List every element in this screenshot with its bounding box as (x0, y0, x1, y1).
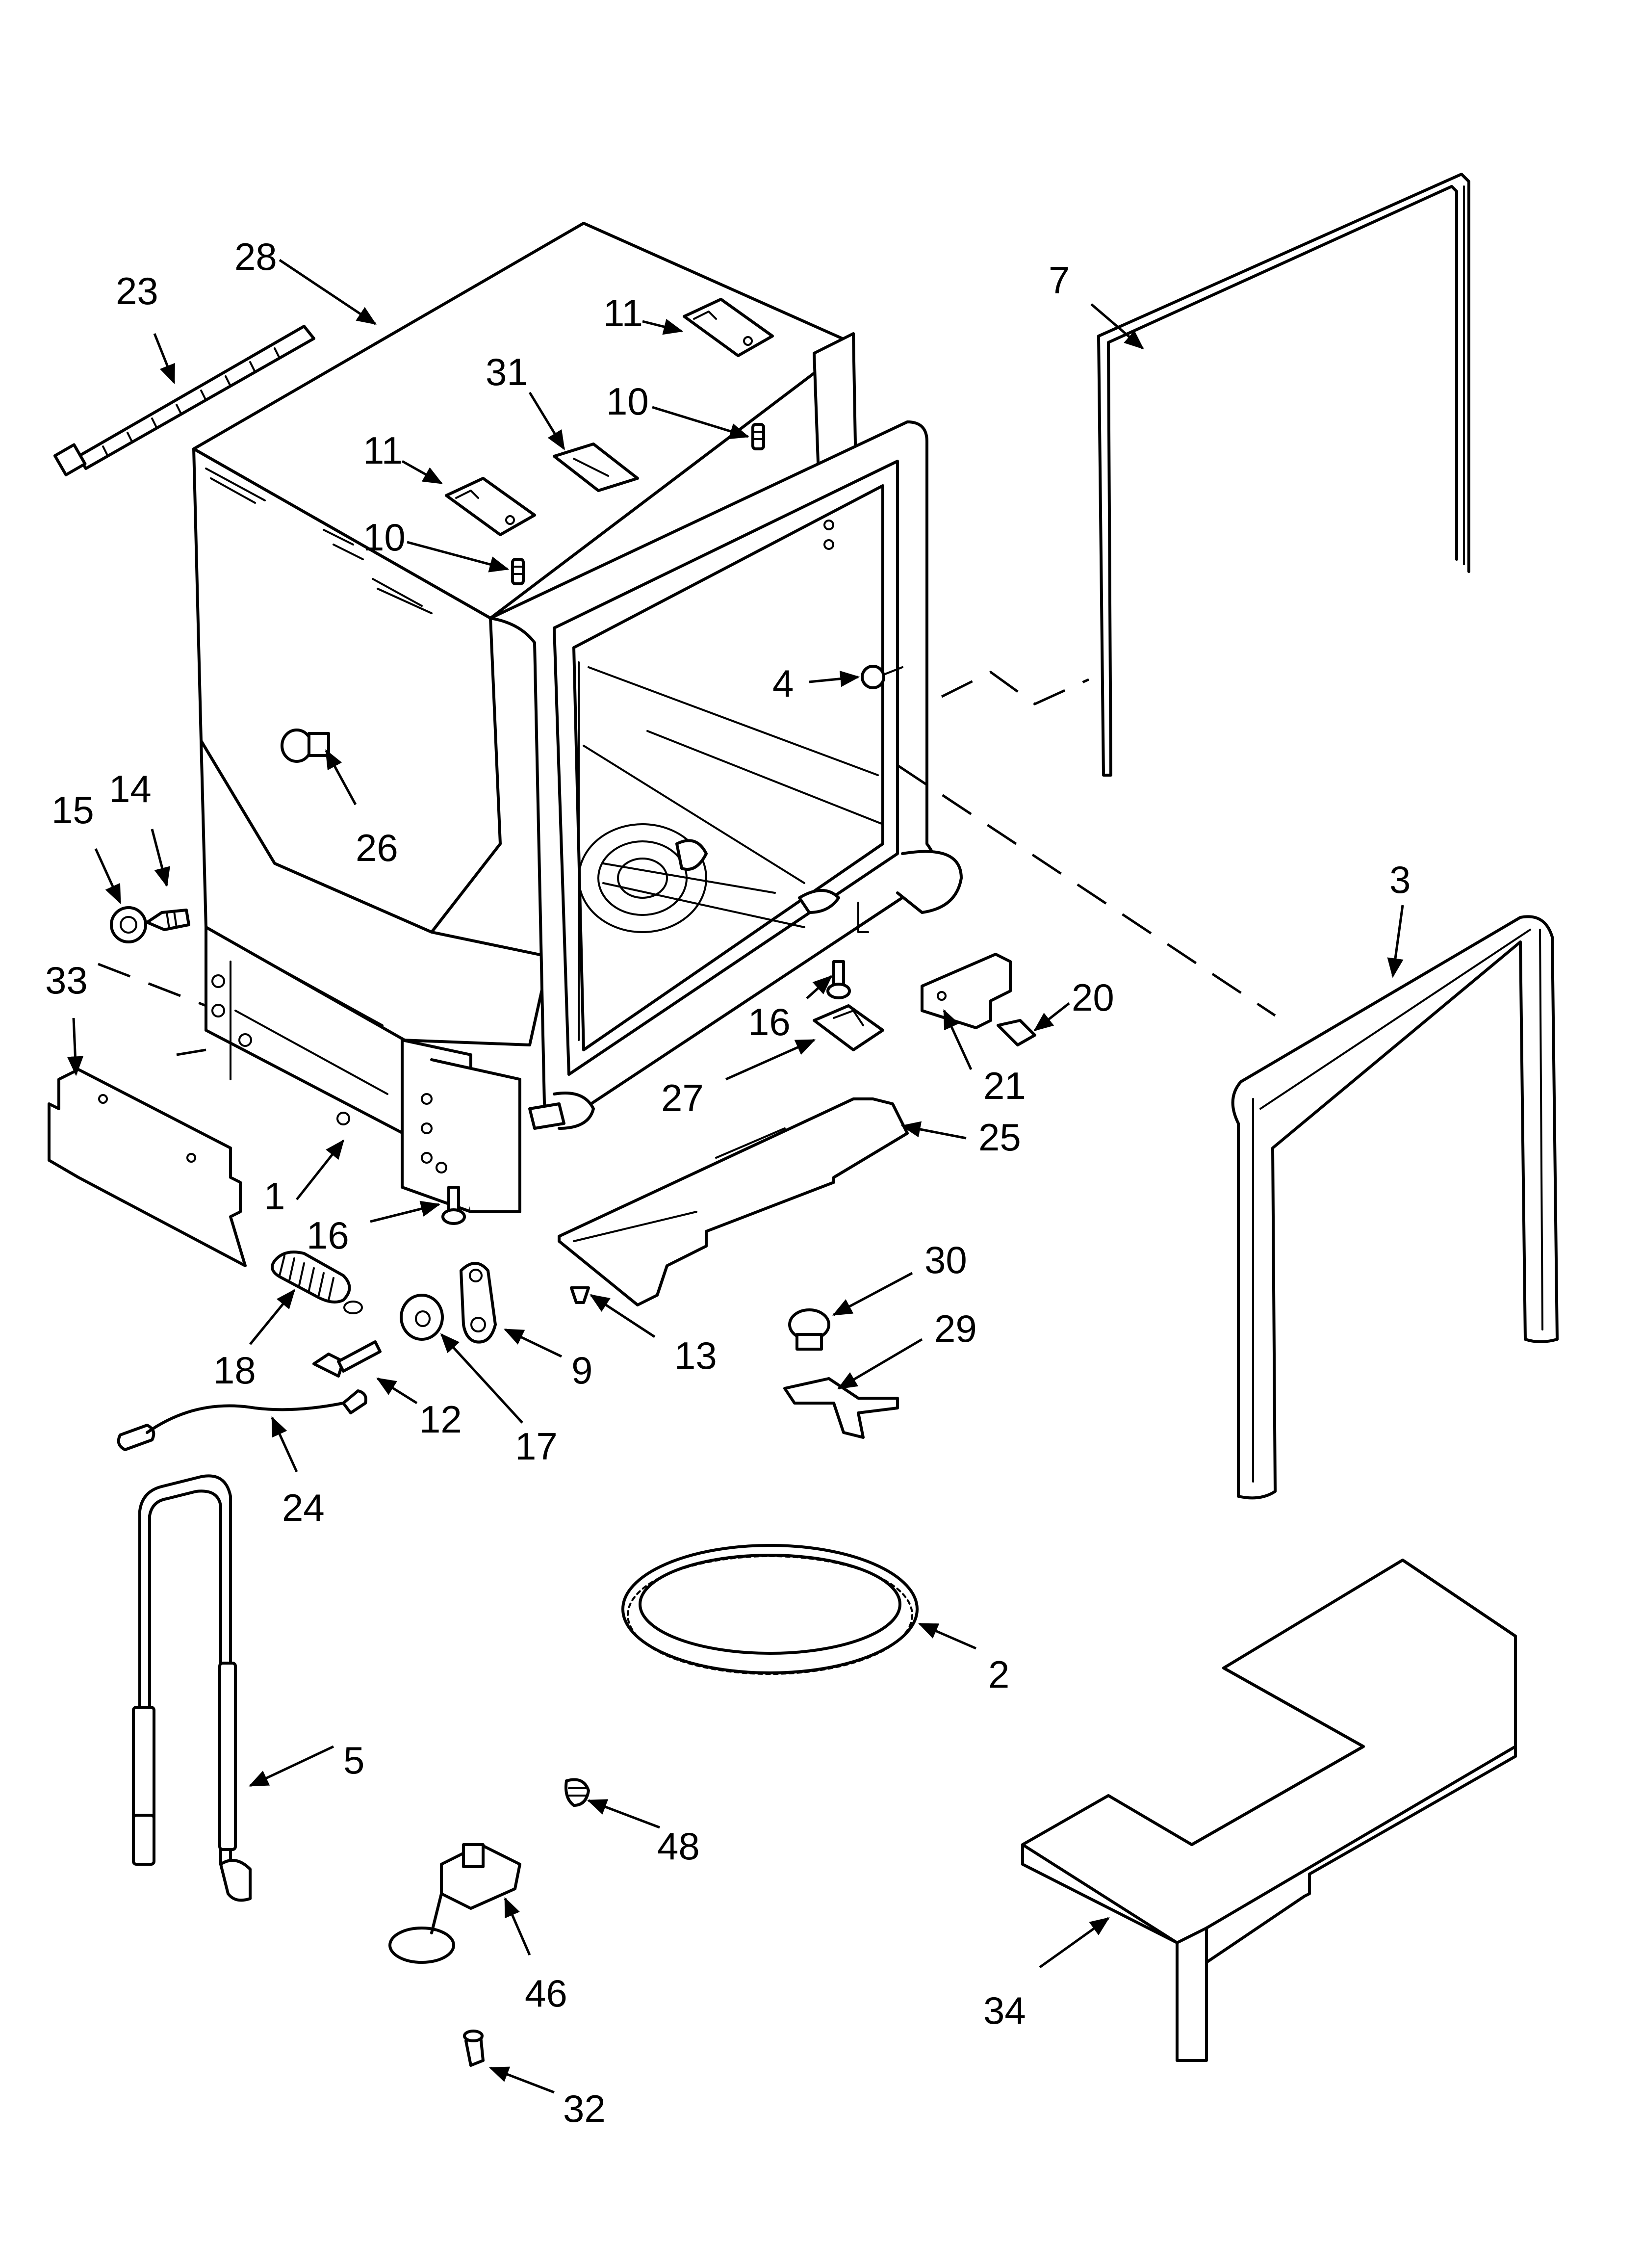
callout-28: 28 (234, 235, 277, 278)
callout-14: 14 (109, 767, 152, 810)
callout-11-left: 11 (363, 429, 403, 472)
callout-12: 12 (419, 1398, 462, 1441)
callout-48: 48 (657, 1825, 700, 1868)
hinge-link (460, 1262, 497, 1344)
bracket-21 (921, 953, 1012, 1029)
hinge-bracket-left (445, 477, 536, 536)
nut-15 (110, 906, 147, 943)
insulation-base (1021, 1559, 1517, 2062)
dishwasher-tub (192, 222, 963, 1213)
callout-labels: 28 23 11 11 31 10 10 7 4 26 15 14 33 3 2… (45, 235, 1411, 2130)
bolt-12 (312, 1340, 382, 1378)
bolt-14 (146, 909, 190, 931)
drain-hose (132, 1474, 252, 1902)
callout-18: 18 (213, 1349, 256, 1392)
callout-31: 31 (486, 350, 528, 393)
gasket-ring (621, 1544, 919, 1675)
callout-26: 26 (356, 826, 398, 869)
sensor-30 (788, 1308, 830, 1351)
callout-25: 25 (978, 1116, 1021, 1159)
callout-32: 32 (563, 2087, 606, 2130)
clip-27 (813, 1004, 884, 1051)
leveling-leg-lower (441, 1186, 466, 1225)
leveling-leg-upper (826, 960, 851, 999)
callout-33: 33 (45, 959, 88, 1002)
tub-plug (861, 665, 903, 689)
callout-46: 46 (525, 1972, 567, 2015)
roller (400, 1294, 444, 1341)
screw-20 (997, 1019, 1036, 1046)
callout-29: 29 (934, 1307, 977, 1350)
callout-10-left: 10 (363, 516, 406, 559)
callout-2: 2 (988, 1653, 1009, 1696)
leader-lines (67, 259, 1404, 2094)
side-panel (48, 1068, 247, 1267)
callout-16-lower: 16 (307, 1214, 349, 1257)
bottom-shield (558, 1097, 909, 1306)
clip-48 (564, 1778, 590, 1807)
bracket-29 (783, 1377, 899, 1439)
hose-clamp (388, 1843, 521, 1964)
door-gasket (1097, 173, 1470, 777)
callout-1: 1 (264, 1174, 285, 1218)
latch-plate (553, 443, 639, 492)
screw-right (751, 423, 765, 450)
callout-13: 13 (674, 1334, 717, 1377)
callout-17: 17 (515, 1425, 558, 1468)
callout-16-upper: 16 (748, 1000, 791, 1043)
spring (271, 1251, 363, 1314)
callout-9: 9 (571, 1349, 592, 1392)
callout-34: 34 (983, 1989, 1026, 2032)
callout-4: 4 (772, 662, 794, 705)
callout-23: 23 (116, 269, 158, 313)
ground-wire (117, 1389, 367, 1451)
callout-24: 24 (282, 1486, 325, 1529)
callout-11-right: 11 (603, 291, 643, 335)
screw-13 (570, 1286, 590, 1304)
callout-5: 5 (343, 1739, 364, 1782)
callout-30: 30 (924, 1238, 967, 1281)
callout-10-right: 10 (606, 380, 649, 423)
callout-3: 3 (1389, 858, 1411, 901)
callout-15: 15 (51, 788, 94, 832)
screw-left (511, 558, 525, 585)
hinge-bracket-right (683, 298, 774, 357)
callout-7: 7 (1049, 259, 1070, 302)
callout-27: 27 (661, 1076, 704, 1120)
screw-32 (463, 2030, 485, 2067)
callout-21: 21 (983, 1064, 1026, 1107)
cable-tie (53, 325, 315, 476)
side-plug (281, 729, 330, 763)
tub-gasket (1231, 915, 1559, 1500)
callout-20: 20 (1072, 976, 1114, 1019)
